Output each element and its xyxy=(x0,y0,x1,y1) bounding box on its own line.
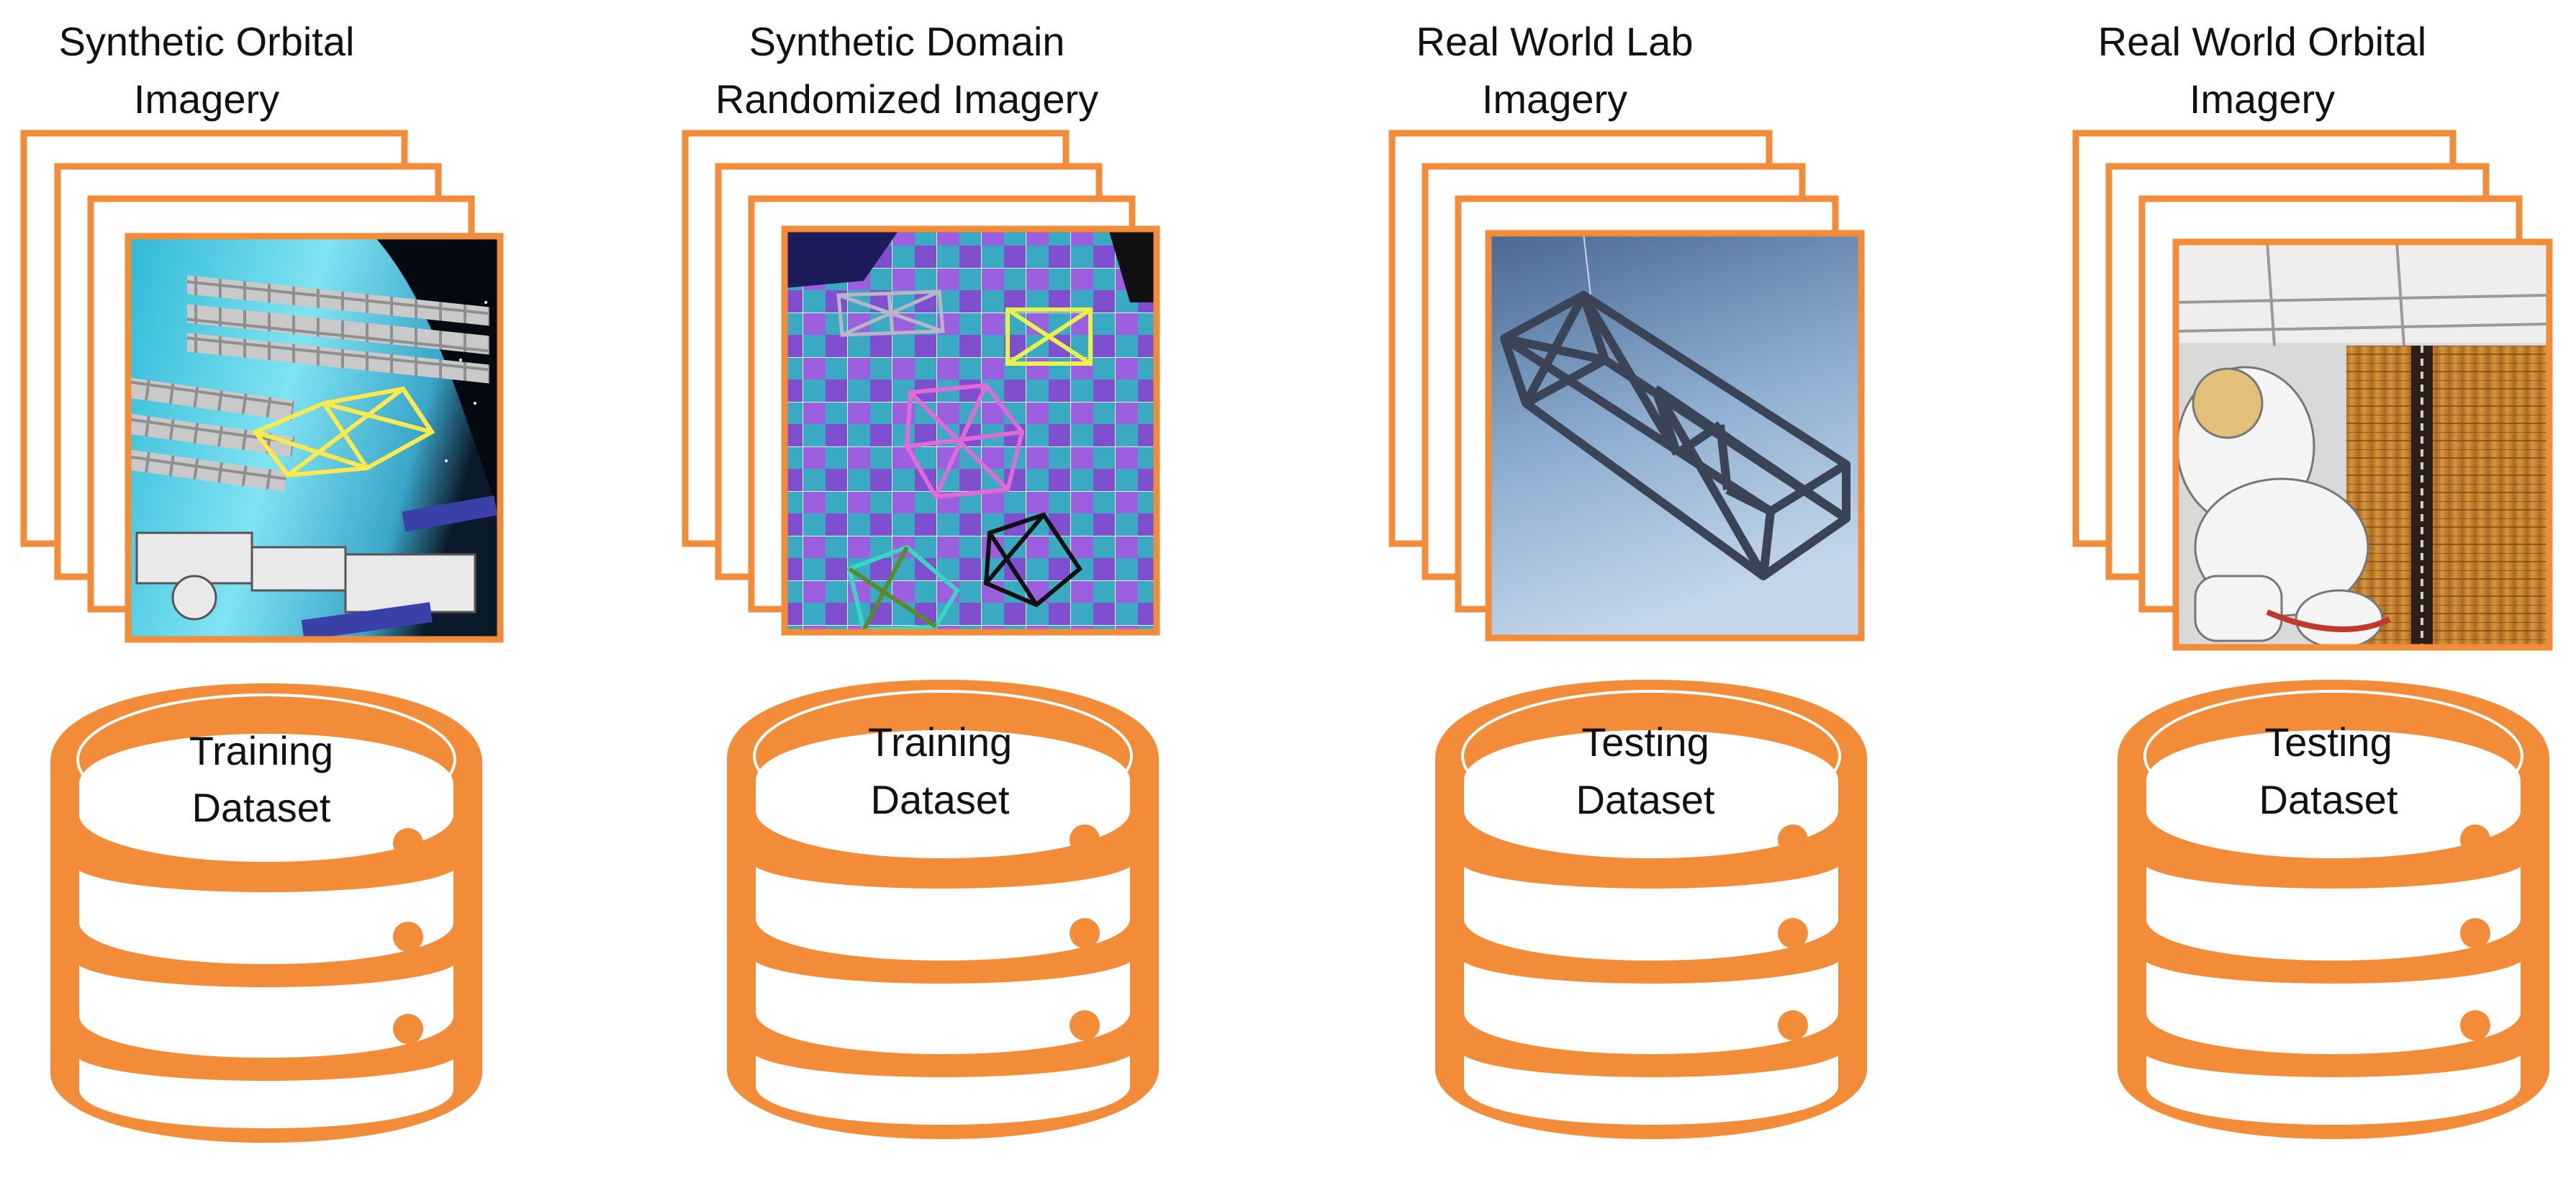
database-label: Dataset xyxy=(871,777,1010,822)
image-stack xyxy=(1388,130,1865,642)
column-title: Randomized Imagery xyxy=(715,76,1098,122)
column-synthetic-domain-randomized: Synthetic Domain Randomized Imagery xyxy=(682,19,1160,1141)
database-label: Dataset xyxy=(192,785,331,830)
database-cylinder: Training Dataset xyxy=(49,682,484,1144)
database-cylinder: Testing Dataset xyxy=(1434,678,1868,1141)
front-frame xyxy=(2172,238,2553,651)
database-label: Training xyxy=(189,728,333,773)
database-label: Testing xyxy=(2264,719,2392,765)
database-label: Testing xyxy=(1581,719,1709,765)
database-cylinder: Testing Dataset xyxy=(2116,678,2551,1141)
column-real-world-orbital: Real World Orbital Imagery xyxy=(2072,19,2553,1141)
database-label: Dataset xyxy=(1576,777,1715,822)
image-stack xyxy=(2072,130,2553,651)
column-title: Synthetic Domain xyxy=(749,19,1065,64)
orbital-photo xyxy=(2176,242,2549,647)
column-title: Real World Lab xyxy=(1416,19,1694,64)
column-title: Imagery xyxy=(2189,76,2335,122)
lab-image xyxy=(1488,233,1861,638)
column-title: Real World Orbital xyxy=(2098,19,2426,64)
front-frame xyxy=(125,233,504,643)
orbital-image xyxy=(128,236,500,639)
database-label: Dataset xyxy=(2259,777,2398,822)
image-stack xyxy=(682,130,1160,636)
image-stack xyxy=(20,130,504,643)
column-synthetic-orbital: Synthetic Orbital Imagery xyxy=(20,19,504,1144)
column-title: Imagery xyxy=(134,76,279,122)
randomized-image xyxy=(785,229,1157,632)
database-label: Training xyxy=(868,719,1012,765)
column-title: Synthetic Orbital xyxy=(59,19,355,64)
front-frame xyxy=(1485,230,1865,642)
database-cylinder: Training Dataset xyxy=(726,678,1160,1141)
column-real-world-lab: Real World Lab Imagery xyxy=(1388,19,1868,1141)
front-frame xyxy=(781,225,1160,636)
column-title: Imagery xyxy=(1482,76,1627,122)
